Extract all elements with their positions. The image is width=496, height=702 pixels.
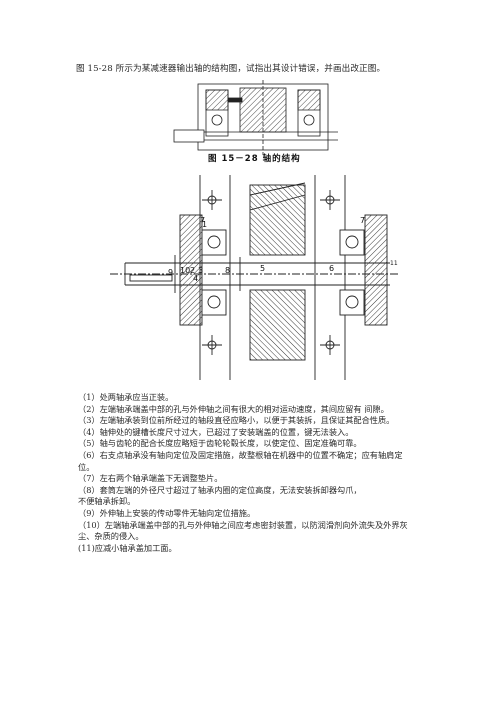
answer-item: （8）套筒左端的外径尺寸超过了轴承内圈的定位高度，无法安装拆卸器勾爪，: [78, 484, 362, 495]
answer-item: （7）左右两个轴承端盖下无调整垫片。: [78, 473, 223, 484]
answer-item: （4）轴伸处的键槽长度尺寸过大，已超过了安装端盖的位置，键无法装入。: [78, 426, 354, 437]
answer-item: （9）外伸轴上安装的传动零件无轴向定位措施。: [78, 507, 256, 518]
label-11: 11: [390, 260, 398, 267]
label-1: 1: [202, 220, 207, 229]
label-8: 8: [225, 266, 230, 275]
label-5: 5: [260, 264, 265, 273]
label-10: 10: [180, 266, 190, 275]
label-2: 2: [190, 266, 195, 275]
label-7-left: 7: [200, 216, 205, 225]
answer-item: （1）处两轴承应当正装。: [78, 392, 174, 402]
answer-item: （3）左端轴承装到位前所经过的轴段直径应略小，以便于其装拆，且保证其配合性质。: [78, 415, 395, 426]
label-9: 9: [168, 268, 173, 277]
figure-caption: 图 15－28 轴的结构: [208, 154, 301, 164]
question-text: 图 15-28 所示为某减速器输出轴的结构图，试指出其设计错误，并画出改正图。: [76, 64, 386, 74]
label-3: 3: [198, 266, 203, 275]
answer-item: （6）右支点轴承没有轴向定位及固定措施，故整根轴在机器中的位置不确定；应有轴肩定…: [78, 449, 403, 472]
label-4: 4: [193, 274, 198, 283]
answer-item: （2）左端轴承端盖中部的孔与外伸轴之间有很大的相对运动速度，其间应留有 间隙。: [78, 403, 389, 414]
answer-item: （5）轴与齿轮的配合长度应略短于齿轮轮毂长度，以使定位、固定准确可靠。: [78, 438, 362, 449]
shaft-structure-figure-annotated: 1 2 3 4 5 6 7 7 8 9 10 11: [110, 175, 400, 380]
answer-item: （10）左端轴承端盖中部的孔与外伸轴之间应考虑密封装置，以防润滑剂向外流失及外界…: [78, 519, 408, 542]
label-7-right: 7: [360, 216, 365, 225]
label-6: 6: [329, 264, 334, 273]
answer-list: （1）处两轴承应当正装。 （2）左端轴承端盖中部的孔与外伸轴之间有很大的相对运动…: [78, 392, 418, 554]
answer-item: 不便轴承拆卸。: [78, 496, 136, 507]
answer-item: (11)应减小轴承盖加工面。: [78, 542, 177, 553]
shaft-structure-figure-small: [173, 80, 338, 155]
